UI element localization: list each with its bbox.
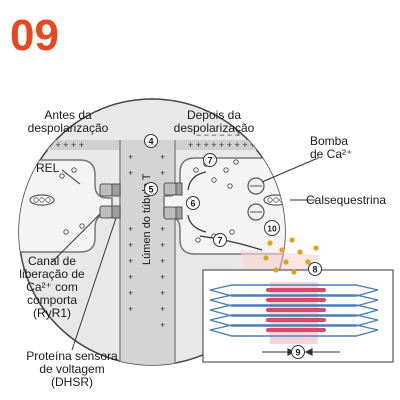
step-7-bottom: 7 xyxy=(213,233,227,247)
svg-text:+: + xyxy=(128,288,133,298)
released-calcium-ions xyxy=(263,237,319,275)
label-calsequestrin: Calsequestrina xyxy=(306,193,386,207)
membrane-charges: + + + + + + + + + + + + + + + + + + + + + + + + + + + +… xyxy=(40,130,255,330)
figure-number-badge: 09 xyxy=(10,11,59,60)
svg-text:+ + + + + + + + +: + + + + + + + + + xyxy=(188,140,255,150)
myosin-filaments xyxy=(266,288,326,332)
label-after-line2: despolarização xyxy=(174,121,255,135)
step-7-top: 7 xyxy=(203,153,217,167)
label-rel: REL xyxy=(36,161,60,175)
svg-text:+: + xyxy=(128,256,133,266)
svg-text:+: + xyxy=(160,272,165,282)
label-pump-line1: Bomba xyxy=(310,134,348,148)
label-voltage-sensor-line2: de voltagem xyxy=(39,362,104,376)
svg-text:+: + xyxy=(160,152,165,162)
label-release-channel-line2: liberação de xyxy=(19,267,85,281)
svg-text:+: + xyxy=(128,152,133,162)
magnified-circle: + + + + + + + + + + + + + + + + + + + + + + + + + + + +… xyxy=(18,98,286,366)
svg-text:+: + xyxy=(160,304,165,314)
leader-lines xyxy=(51,157,319,351)
a-band-highlight xyxy=(270,282,318,344)
svg-text:+ + + + + +: + + + + + + xyxy=(40,140,84,150)
label-release-channel-line1: Canal de xyxy=(28,254,76,268)
step-5: 5 xyxy=(144,182,158,196)
ryr1-channel-left-bottom xyxy=(99,205,113,219)
svg-text:7: 7 xyxy=(217,236,222,246)
svg-text:4: 4 xyxy=(148,137,153,147)
step-8: 8 xyxy=(308,262,322,276)
t-tubule-lumen xyxy=(120,140,175,365)
svg-text:+: + xyxy=(160,168,165,178)
label-release-channel-line3: Ca²⁺ com xyxy=(26,280,78,294)
actin-filaments xyxy=(209,284,379,337)
ryr1-channel-left-top xyxy=(99,183,113,197)
label-t-tubule-lumen: Lúmen do túbulo T xyxy=(141,173,153,265)
svg-text:− − − − − − −: − − − − − − − xyxy=(196,130,248,140)
step-6: 6 xyxy=(186,196,200,210)
dhsr-left-top xyxy=(111,183,121,197)
svg-text:+: + xyxy=(128,272,133,282)
svg-text:6: 6 xyxy=(190,199,195,209)
svg-text:+: + xyxy=(160,224,165,234)
svg-text:+: + xyxy=(128,240,133,250)
contraction-arrows xyxy=(262,348,340,356)
dhsr-left-bottom xyxy=(111,205,121,219)
svg-text:+: + xyxy=(160,320,165,330)
label-pump-line2: de Ca²⁺ xyxy=(310,147,352,161)
label-voltage-sensor-line3: (DHSR) xyxy=(51,375,93,389)
step-markers: 4 5 6 7 7 8 9 10 xyxy=(144,134,322,359)
step-4: 4 xyxy=(144,134,158,148)
svg-text:+: + xyxy=(128,224,133,234)
label-before-line1: Antes da xyxy=(44,108,92,122)
svg-text:+: + xyxy=(160,256,165,266)
svg-text:+: + xyxy=(160,288,165,298)
svg-text:+: + xyxy=(160,240,165,250)
sarcoplasmic-reticulum-right xyxy=(163,157,285,255)
svg-text:8: 8 xyxy=(312,265,317,275)
label-after-line1: Depois da xyxy=(187,108,241,122)
label-voltage-sensor-line1: Proteína sensora xyxy=(26,349,118,363)
svg-text:+: + xyxy=(128,168,133,178)
step-9: 9 xyxy=(291,345,305,359)
labels: Antes da despolarização Depois da despol… xyxy=(19,108,386,389)
ryr1-channel-right-top xyxy=(163,182,177,196)
label-release-channel-line4: comporta xyxy=(27,293,77,307)
svg-text:5: 5 xyxy=(148,185,153,195)
label-before-line2: despolarização xyxy=(28,121,109,135)
step-10: 10 xyxy=(264,220,280,236)
label-release-channel-line5: (RyR1) xyxy=(33,306,71,320)
sarcoplasmic-reticulum-left xyxy=(19,159,121,253)
svg-text:9: 9 xyxy=(295,348,300,358)
svg-text:+: + xyxy=(128,304,133,314)
svg-text:10: 10 xyxy=(267,224,277,234)
ryr1-channel-right-bottom xyxy=(163,206,177,220)
svg-text:7: 7 xyxy=(207,156,212,166)
